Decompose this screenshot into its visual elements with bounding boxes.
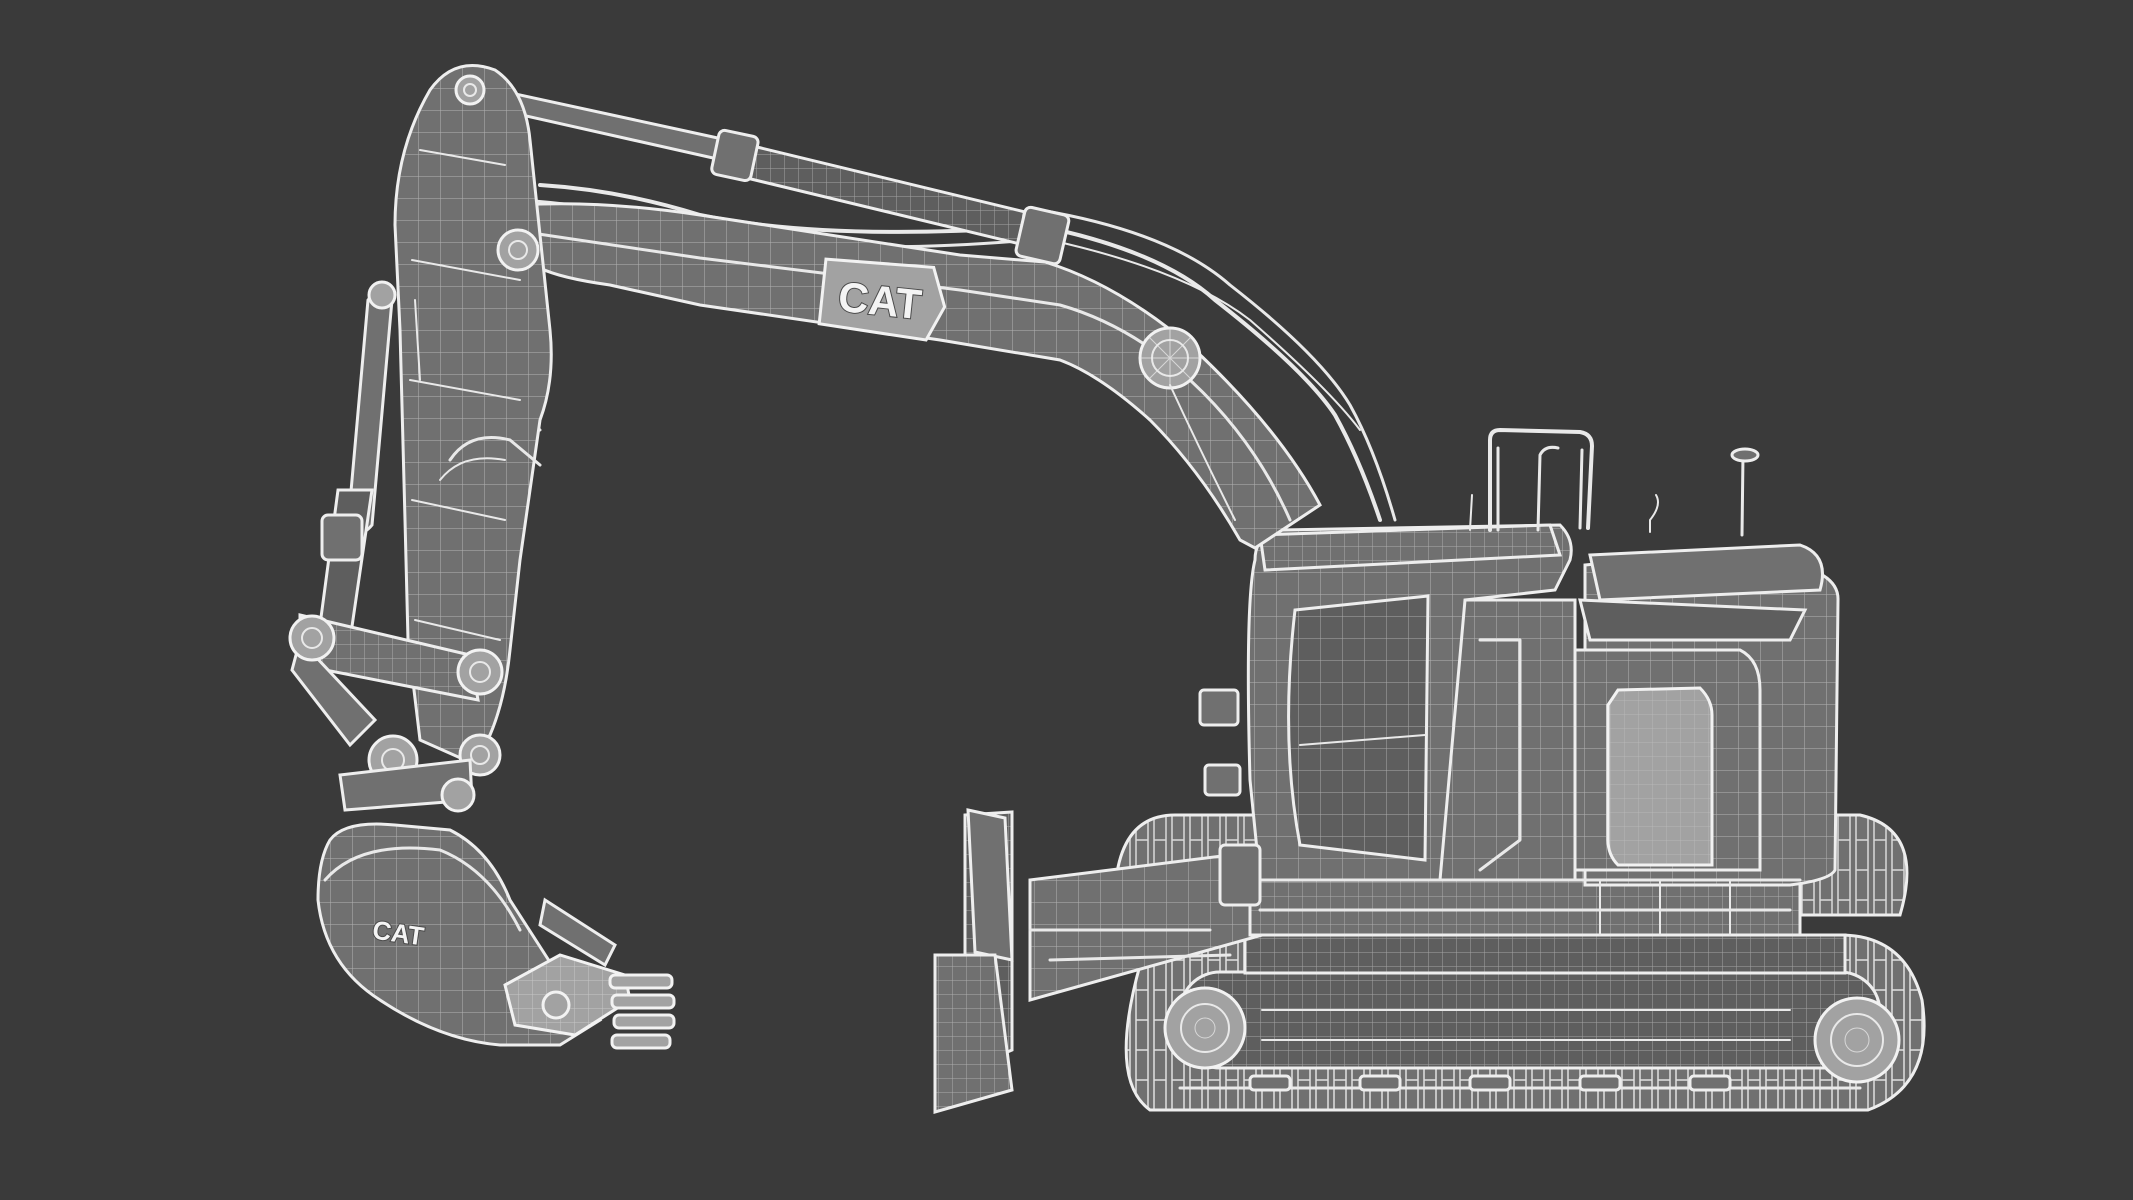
bucket: CAT [316,822,676,1050]
stick-arm [316,64,553,762]
boom: CAT [503,202,1322,550]
stick-pivot [496,228,540,272]
stick-hoses [414,299,542,481]
boom-logo-text: CAT [836,273,924,328]
boom-cylinder [480,86,1071,266]
upper-body [1198,428,1840,937]
beacon-antenna [1649,447,1760,537]
dozer-blade [933,808,1282,1114]
bucket-linkage [288,613,504,813]
track-rollers [1163,986,1901,1092]
roof-rails [1469,428,1594,532]
bucket-teeth [608,973,676,1050]
bucket-logo-text: CAT [371,915,426,952]
boom-cat-logo: CAT [817,257,947,342]
bucket-cat-logo: CAT [370,914,427,953]
